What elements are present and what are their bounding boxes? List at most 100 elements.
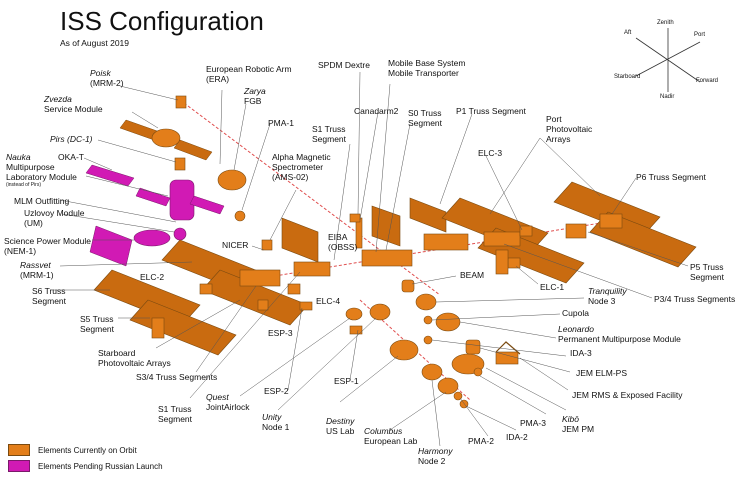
legend-label: Elements Currently on Orbit bbox=[38, 445, 137, 455]
page-subtitle: As of August 2019 bbox=[60, 38, 129, 48]
quest-airlock bbox=[345, 307, 363, 321]
harmony-node bbox=[421, 363, 443, 381]
label-rassvet: Rassvet(MRM-1) bbox=[20, 260, 54, 280]
ida2-adapter bbox=[459, 399, 469, 409]
jem-elm bbox=[465, 339, 481, 355]
elc3-carrier bbox=[519, 225, 533, 237]
tranquility-node bbox=[415, 293, 437, 311]
poisk-module bbox=[175, 95, 187, 109]
label-p6: P6 Truss Segment bbox=[636, 172, 706, 182]
s6-radiator bbox=[151, 317, 165, 339]
label-pma3: PMA-3 bbox=[520, 418, 546, 428]
nauka-panel-left bbox=[135, 187, 171, 207]
nem-module bbox=[133, 229, 171, 247]
label-okat: OKA-T bbox=[58, 152, 84, 162]
compass-rose bbox=[635, 28, 701, 92]
pma3-adapter bbox=[473, 367, 483, 377]
label-beam: BEAM bbox=[460, 270, 485, 280]
jem-ef bbox=[495, 351, 519, 365]
compass-forward: Forward bbox=[696, 78, 719, 84]
columbus-lab bbox=[437, 377, 459, 395]
label-canadarm2: Canadarm2 bbox=[354, 106, 399, 116]
label-ida3: IDA-3 bbox=[570, 348, 592, 358]
elc2-carrier bbox=[199, 283, 213, 295]
label-pma1: PMA-1 bbox=[268, 118, 294, 128]
legend-swatch-orange bbox=[8, 444, 30, 456]
s1-radiator bbox=[281, 217, 319, 263]
starboard-truss bbox=[93, 217, 331, 356]
compass-port: Port bbox=[694, 32, 706, 38]
leader-lines bbox=[52, 71, 689, 447]
us-modules bbox=[299, 293, 521, 409]
destiny-lab bbox=[389, 339, 419, 361]
compass-starboard: Starboard bbox=[614, 74, 641, 80]
label-eiba: EIBA(OBSS) bbox=[328, 232, 358, 252]
label-mlm-outfitting: MLM Outfitting bbox=[14, 196, 70, 206]
ams-spectrometer bbox=[261, 239, 273, 251]
leonardo-module bbox=[435, 312, 461, 332]
p1-truss bbox=[423, 233, 469, 251]
label-pirs: Pirs (DC-1) bbox=[50, 134, 93, 144]
label-s34: S3/4 Truss Segments bbox=[136, 372, 218, 382]
ida3-adapter bbox=[423, 335, 433, 345]
p-radiator bbox=[495, 249, 509, 275]
label-jem-rms: JEM RMS & Exposed Facility bbox=[572, 390, 683, 400]
label-esp1: ESP-1 bbox=[334, 376, 359, 386]
label-pma2: PMA-2 bbox=[468, 436, 494, 446]
compass-aft: Aft bbox=[624, 30, 632, 36]
zarya-module bbox=[217, 169, 247, 191]
zvezda-module bbox=[151, 128, 181, 148]
s5-array bbox=[129, 299, 237, 356]
label-p34: P3/4 Truss Segments bbox=[654, 294, 736, 304]
p6-truss bbox=[599, 213, 623, 229]
elc4-carrier bbox=[287, 283, 301, 295]
label-era: European Robotic Arm(ERA) bbox=[206, 64, 292, 84]
s0-truss bbox=[361, 249, 413, 267]
label-elc1: ELC-1 bbox=[540, 282, 565, 292]
label-esp3: ESP-3 bbox=[268, 328, 293, 338]
p34-truss bbox=[483, 231, 521, 247]
s34-truss bbox=[239, 269, 281, 287]
label-uzlovoy: Uzlovoy Module(UM) bbox=[24, 208, 85, 228]
s0-radiator bbox=[371, 205, 401, 247]
pma1-adapter bbox=[234, 210, 246, 222]
russian-segment bbox=[85, 95, 247, 267]
unity-node bbox=[369, 303, 391, 321]
esp3-platform bbox=[257, 299, 269, 311]
beam-module bbox=[401, 279, 415, 293]
label-spdm: SPDM Dextre bbox=[318, 60, 370, 70]
label-jem-elm: JEM ELM-PS bbox=[576, 368, 628, 378]
s3-array bbox=[201, 269, 309, 326]
legend-item-on-orbit: Elements Currently on Orbit bbox=[8, 444, 137, 456]
label-nauka: Nauka Multipurpose Laboratory Module (in… bbox=[6, 152, 77, 188]
label-ida2: IDA-2 bbox=[506, 432, 528, 442]
cupola bbox=[423, 315, 433, 325]
legend-label: Elements Pending Russian Launch bbox=[38, 461, 163, 471]
zvezda-panel-right bbox=[173, 139, 213, 161]
label-nem: Science Power Module(NEM-1) bbox=[4, 236, 91, 256]
legend-item-pending: Elements Pending Russian Launch bbox=[8, 460, 163, 472]
port-truss bbox=[441, 181, 697, 284]
page-title: ISS Configuration bbox=[60, 6, 264, 36]
label-elc3: ELC-3 bbox=[478, 148, 503, 158]
label-elc2: ELC-2 bbox=[140, 272, 165, 282]
nauka-panel-right bbox=[189, 195, 225, 215]
